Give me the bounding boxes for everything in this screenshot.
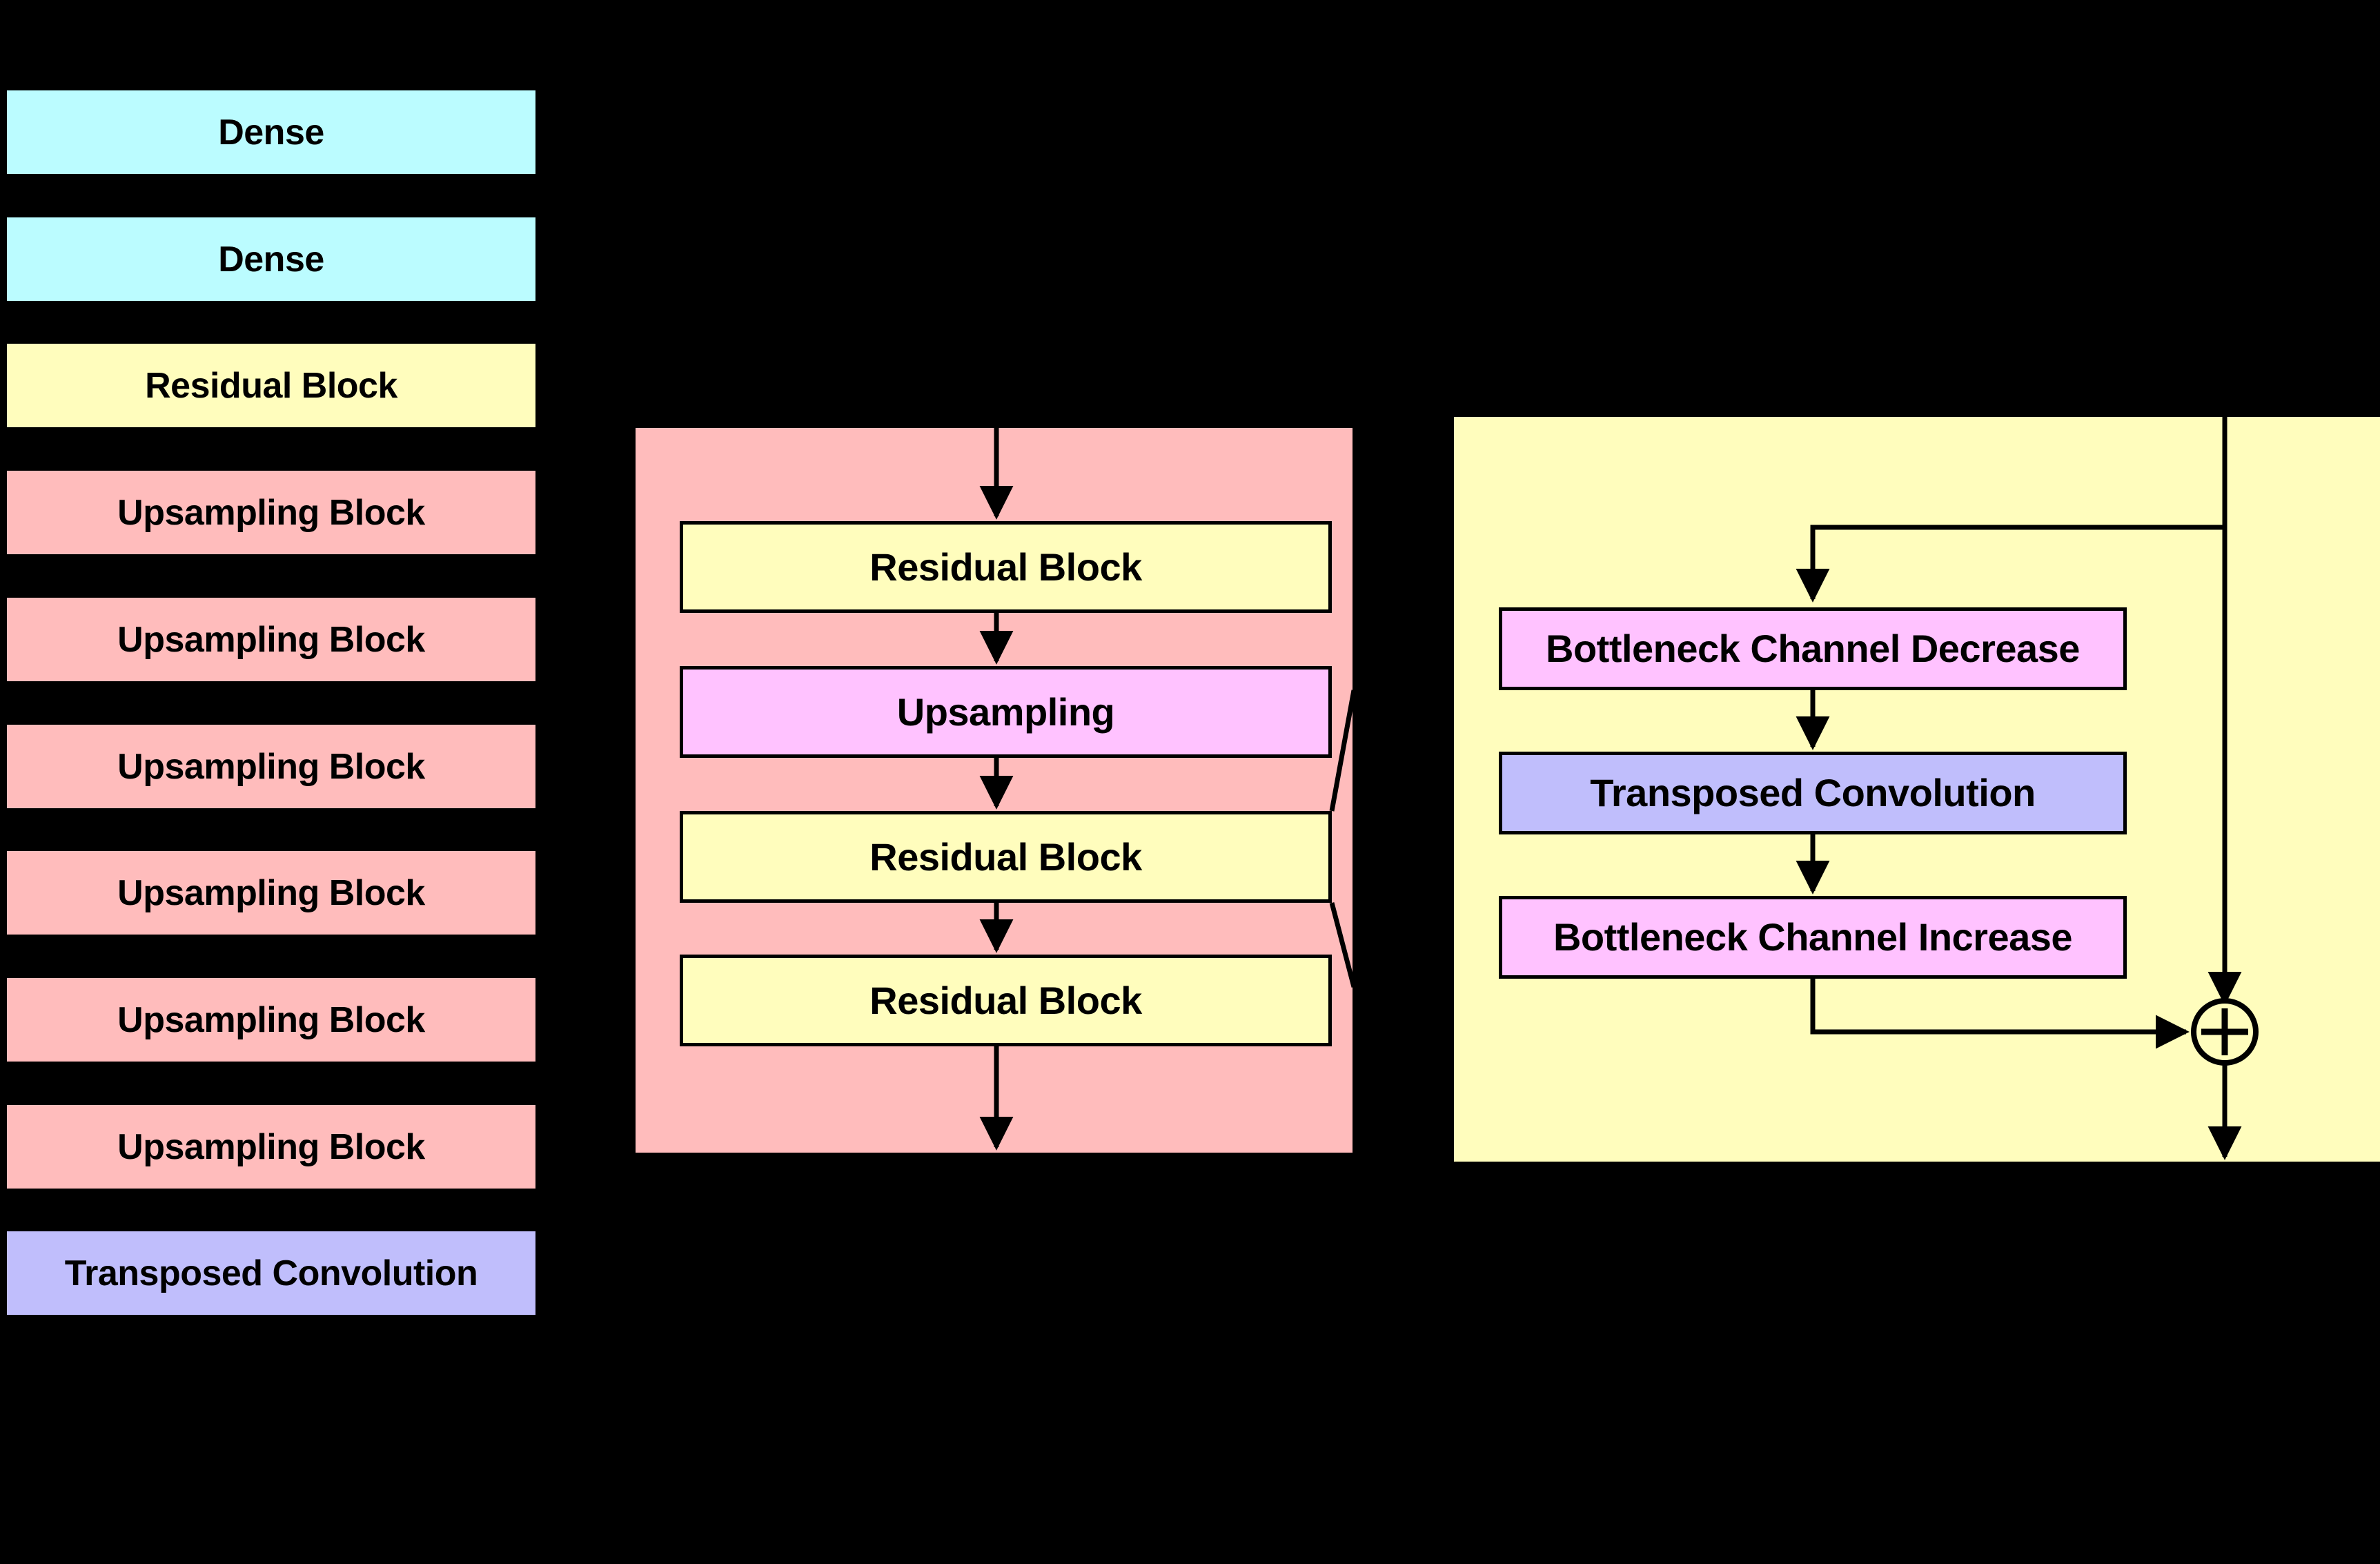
block-label: Bottleneck Channel Increase [1553, 915, 2073, 959]
stack-item-upsampling-block-3[interactable]: Upsampling Block [7, 725, 535, 808]
upsampling-detail-residual-block-2[interactable]: Residual Block [680, 811, 1332, 903]
stack-item-label: Upsampling Block [117, 492, 425, 533]
stack-item-label: Residual Block [145, 365, 397, 406]
stack-item-label: Upsampling Block [117, 1126, 425, 1167]
upsampling-detail-residual-block-1[interactable]: Residual Block [680, 521, 1332, 613]
stack-item-residual-block[interactable]: Residual Block [7, 344, 535, 427]
residual-detail-transposed-convolution[interactable]: Transposed Convolution [1499, 752, 2127, 834]
stack-item-upsampling-block-5[interactable]: Upsampling Block [7, 978, 535, 1062]
stack-item-label: Upsampling Block [117, 746, 425, 787]
residual-detail-bottleneck-increase[interactable]: Bottleneck Channel Increase [1499, 896, 2127, 979]
stack-item-dense-1[interactable]: Dense [7, 90, 535, 174]
stack-item-upsampling-block-4[interactable]: Upsampling Block [7, 851, 535, 935]
stack-item-upsampling-block-1[interactable]: Upsampling Block [7, 471, 535, 554]
stack-item-label: Dense [218, 239, 324, 280]
block-label: Upsampling [896, 690, 1115, 734]
stack-item-transposed-convolution[interactable]: Transposed Convolution [7, 1231, 535, 1315]
block-label: Residual Block [869, 978, 1142, 1022]
stack-item-dense-2[interactable]: Dense [7, 217, 535, 301]
block-label: Bottleneck Channel Decrease [1546, 627, 2080, 670]
stack-item-label: Dense [218, 112, 324, 153]
stack-item-upsampling-block-2[interactable]: Upsampling Block [7, 598, 535, 681]
stack-item-upsampling-block-6[interactable]: Upsampling Block [7, 1105, 535, 1189]
stack-item-label: Transposed Convolution [64, 1253, 478, 1293]
residual-detail-bottleneck-decrease[interactable]: Bottleneck Channel Decrease [1499, 607, 2127, 690]
stack-item-label: Upsampling Block [117, 619, 425, 660]
upsampling-detail-upsampling-op[interactable]: Upsampling [680, 666, 1332, 758]
block-label: Residual Block [869, 545, 1142, 589]
stack-item-label: Upsampling Block [117, 999, 425, 1040]
stack-item-label: Upsampling Block [117, 872, 425, 913]
upsampling-detail-residual-block-3[interactable]: Residual Block [680, 955, 1332, 1046]
block-label: Residual Block [869, 834, 1142, 879]
block-label: Transposed Convolution [1590, 771, 2036, 814]
